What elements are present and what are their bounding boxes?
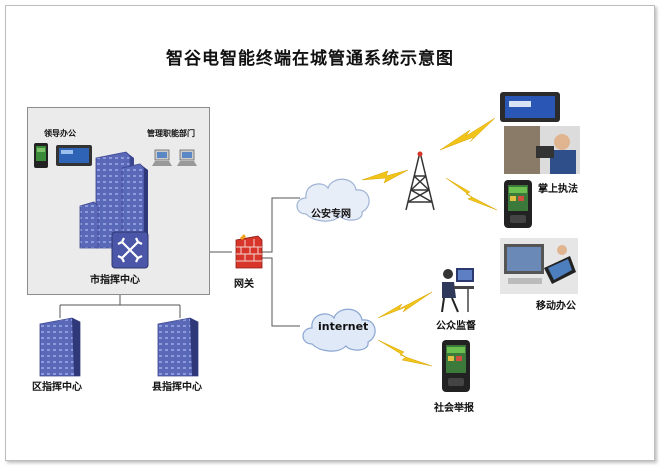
leadership-office-label: 领导办公: [44, 129, 76, 138]
public-reporting-label: 社会举报: [434, 403, 474, 414]
mobile-office-label: 移动办公: [536, 301, 576, 312]
lightning-police-tower: [361, 169, 409, 184]
computer-icon: [152, 149, 172, 166]
district-command-center-label: 区指挥中心: [32, 382, 82, 393]
router-icon: [111, 231, 149, 269]
person-computer-icon: [441, 268, 474, 313]
server-rack-icon: [157, 317, 199, 377]
radio-tower-icon: [405, 151, 435, 211]
lightning-internet-top: [377, 291, 433, 319]
tablet-icon: [56, 145, 92, 166]
cloud-icon: [302, 308, 376, 352]
diagram-title: 智谷电智能终端在城管通系统示意图: [166, 49, 454, 69]
firewall-icon: [235, 234, 263, 269]
cloud-icon: [296, 178, 370, 222]
handheld-enforcement-label: 掌上执法: [538, 184, 578, 195]
officer-photo-icon: [504, 126, 580, 174]
county-command-center-label: 县指挥中心: [152, 382, 202, 393]
phone-icon: [34, 143, 48, 168]
internet-label: internet: [318, 320, 369, 333]
mobile-office-photo-icon: [500, 238, 578, 294]
server-rack-icon: [39, 317, 81, 377]
public-supervision-label: 公众监督: [436, 321, 476, 332]
server-building-icon: [79, 151, 148, 249]
gateway-label: 网关: [234, 279, 254, 290]
lightning-internet-bottom: [377, 339, 433, 367]
pda-icon: [504, 180, 532, 228]
lightning-tower-bottom: [445, 177, 498, 211]
management-dept-label: 管理职能部门: [147, 129, 195, 138]
pda-icon: [442, 340, 470, 392]
computer-icon: [177, 149, 197, 166]
lightning-tower-top: [439, 117, 496, 151]
tablet-device-icon: [500, 92, 560, 122]
city-command-center-label: 市指挥中心: [90, 275, 140, 286]
police-network-label: 公安专网: [311, 209, 351, 220]
